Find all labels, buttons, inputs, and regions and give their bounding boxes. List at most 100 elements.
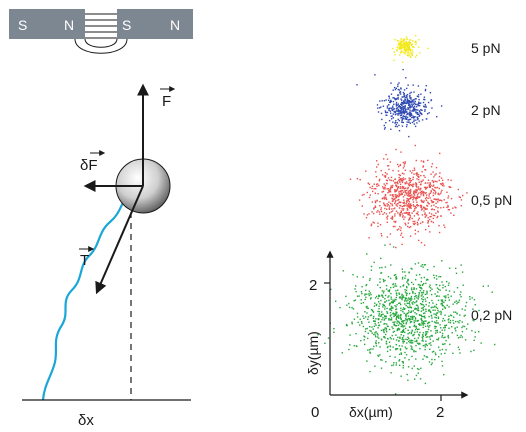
cloud-point [406,192,408,194]
cloud-point [405,111,407,113]
cloud-point [389,277,392,280]
cloud-point [405,224,407,226]
cloud-point [356,84,358,86]
cloud-point [435,314,438,316]
cloud-point [397,94,400,96]
cloud-point [402,322,405,325]
cloud-point [425,188,427,190]
cloud-point [438,175,441,178]
cloud-point [388,201,390,203]
magnet-right [117,9,193,39]
cloud-point [387,165,390,167]
cloud-point [402,362,404,364]
cloud-point [384,195,387,197]
cloud-point [395,308,398,310]
cloud-point [378,337,380,339]
cloud-point [396,50,398,52]
cloud-point [398,48,401,50]
cloud-point [438,356,440,358]
cloud-point [386,158,389,160]
cloud-point [382,213,384,215]
cloud-point [428,184,430,186]
cloud-point [392,312,395,314]
cloud-point [415,119,417,121]
cloud-point [386,218,388,220]
cloud-point [383,183,385,185]
cloud-point [385,361,387,363]
cloud-point [368,279,371,281]
cloud-point [393,274,396,276]
cloud-point [409,298,411,300]
cloud-point [390,82,392,84]
cloud-point [408,46,410,48]
cloud-point [366,312,368,314]
cloud-point [384,301,386,303]
cloud-point [352,274,354,276]
cloud-point [373,320,375,322]
cloud-point [418,333,420,336]
cloud-point [375,188,377,190]
cloud-point [438,311,440,313]
cloud-point [398,228,400,230]
cloud-point [399,164,402,166]
cloud-point [394,189,397,191]
cloud-point [424,176,426,178]
cloud-point [409,104,411,106]
cloud-point [417,214,419,216]
cloud-point [368,196,371,199]
cloud-point [405,49,407,52]
cloud-point [420,314,422,316]
cloud-point [441,281,443,283]
cloud-point [389,312,392,314]
fluct-force-label: δF [80,157,98,174]
cloud-point [431,362,433,364]
cloud-point [440,313,442,316]
cloud-point [394,201,397,203]
cloud-point [433,176,435,178]
cloud-point [421,171,423,173]
cloud-point [392,89,394,91]
cloud-point [465,328,468,330]
cloud-point [395,314,397,316]
cloud-point [409,198,411,200]
cloud-point [431,208,434,210]
cloud-point [412,220,414,223]
cloud-point [406,306,409,308]
cloud-point [432,221,435,224]
cloud-point [416,224,419,226]
cloud-point [427,182,429,184]
cloud-point [389,315,391,317]
cloud-point [398,40,400,42]
cloud-point [378,305,380,307]
cloud-point [394,321,396,323]
cloud-point [411,104,413,107]
cloud-point [406,189,408,192]
cloud-point [386,182,388,185]
cloud-point [428,343,430,345]
cloud-point [378,315,380,317]
cloud-point [400,334,402,336]
cloud-point [379,281,381,283]
cloud-point [424,346,426,348]
cloud-point [408,47,411,49]
cloud-point [360,340,362,342]
cloud-point [359,318,361,321]
cloud-point [424,169,426,171]
cloud-point [378,184,380,187]
cloud-point [392,47,394,50]
cloud-point [413,194,416,196]
cloud-point [396,189,399,191]
cloud-point [429,336,431,338]
cloud-point [447,337,450,339]
cloud-point [401,216,404,218]
cloud-point [420,187,422,190]
cloud-point [467,323,469,325]
cloud-point [403,45,405,47]
cloud-point [407,108,410,110]
cloud-point [426,356,429,358]
cloud-point [422,299,424,301]
cloud-point [407,225,409,228]
cloud-point [345,323,348,326]
cloud-point [390,188,392,190]
cloud-point [428,361,431,363]
